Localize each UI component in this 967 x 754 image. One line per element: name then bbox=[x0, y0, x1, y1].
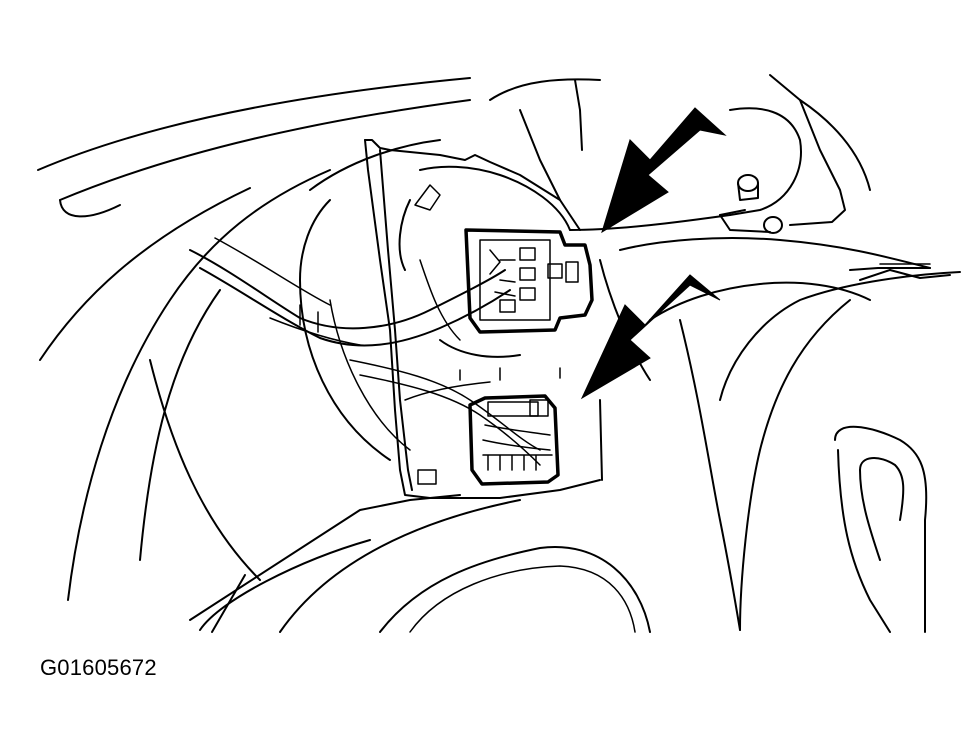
lower-connector bbox=[417, 394, 560, 486]
upper-connector bbox=[464, 228, 594, 334]
upper-arrow-icon bbox=[601, 107, 727, 234]
figure-code: G01605672 bbox=[40, 655, 157, 680]
mounting-bracket bbox=[364, 139, 603, 499]
pointer-arrows bbox=[580, 107, 727, 400]
column-structure bbox=[489, 74, 961, 633]
wiring-harness bbox=[189, 237, 541, 466]
trim-panel-outlines bbox=[37, 77, 651, 633]
lower-arrow-icon bbox=[580, 274, 721, 400]
